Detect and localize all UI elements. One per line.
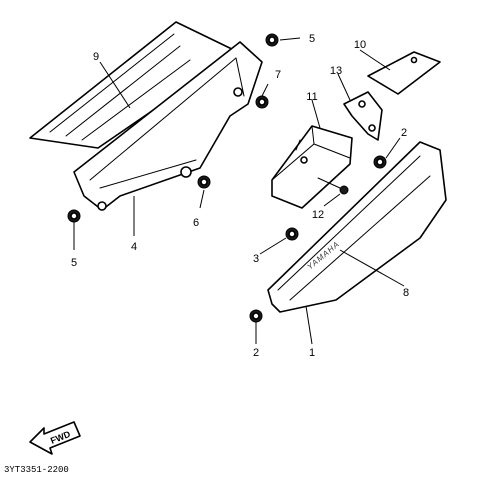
callout-12: 12 xyxy=(312,209,324,221)
callout-3: 3 xyxy=(253,253,259,265)
part-6-collar xyxy=(197,175,211,189)
part-12-bolt xyxy=(317,177,349,195)
part-10-pad xyxy=(367,51,441,95)
callout-numbers: 1 2 2 3 4 5 5 6 7 8 9 10 11 12 13 xyxy=(71,33,409,359)
callout-9: 9 xyxy=(93,51,99,63)
callout-5-bottom: 5 xyxy=(71,257,77,269)
part-5-grommet-top xyxy=(265,33,279,47)
part-5-grommet-bottom xyxy=(67,209,81,223)
part-2-grommet-lower xyxy=(249,309,263,323)
callout-2-upper: 2 xyxy=(401,127,407,139)
part-11-tool-case xyxy=(271,125,353,209)
callout-10: 10 xyxy=(354,39,366,51)
callout-7: 7 xyxy=(275,69,281,81)
callout-8: 8 xyxy=(403,287,409,299)
callout-6: 6 xyxy=(193,217,199,229)
part-9-side-emblem xyxy=(29,21,239,149)
callout-11: 11 xyxy=(306,91,317,103)
part-3-grommet xyxy=(285,227,299,241)
part-4-side-cover-frame xyxy=(73,41,263,211)
diagram-code: 3YT3351-2200 xyxy=(4,465,69,475)
part-1-side-cover: YAMAHA xyxy=(267,141,447,313)
part-7-collar xyxy=(255,95,269,109)
callout-13: 13 xyxy=(330,65,342,77)
callout-4: 4 xyxy=(131,241,137,253)
callout-1: 1 xyxy=(309,347,315,359)
forward-direction-arrow: FWD xyxy=(29,421,81,455)
callout-2-lower: 2 xyxy=(253,347,259,359)
callout-5-top: 5 xyxy=(309,33,315,45)
part-2-grommet-upper xyxy=(373,155,387,169)
leader-lines xyxy=(73,37,405,345)
part-13-bracket xyxy=(343,91,383,141)
